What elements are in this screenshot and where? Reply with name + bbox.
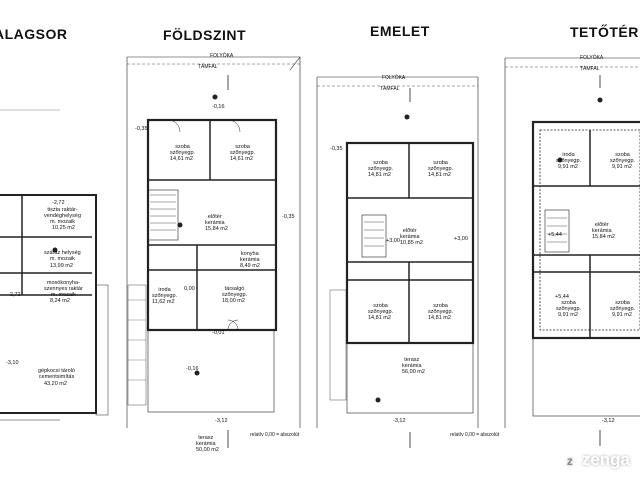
level-marker: -3,12 [393,418,406,424]
tamfal-label-emelet: TÁMFAL [380,86,400,92]
zenga-logo-icon: z [561,452,578,469]
level-marker: +3,00 [386,238,400,244]
emelet-room-5-name: szoba szőnyegp. [428,303,454,315]
tetoter-room-2-area: 9,91 m2 [612,164,632,170]
tetoter-room-5-name: szoba szőnyegp. [610,300,636,312]
emelet-room-2-area: 14,81 m2 [428,172,451,178]
foldszint-room-4-area: 8,49 m2 [240,263,260,269]
tetoter-room-1-name: iroda szőnyegp. [556,152,582,164]
tetoter-room-3-name: előtér kerámia [592,222,612,234]
alagsor-plan [0,109,109,421]
tetoter-room-4-area: 9,91 m2 [558,312,578,318]
tetoter-room-2-name: szoba szőnyegp. [610,152,636,164]
foldszint-terasz-name: terasz kerámia [196,435,216,447]
title-alagsor: ALAGSOR [0,26,68,42]
alagsor-room-1-area: 10,25 m2 [52,225,75,231]
folyoka-label-tetoter: FOLYÓKA [580,55,604,61]
tetoter-plan [504,57,640,428]
level-marker: -0,35 [282,214,295,220]
foldszint-room-4-name: konyha kerámia [240,251,260,263]
alagsor-room-4-name: gépkocsi tároló cementsimítás [38,368,75,380]
relatif-note-emelet: relatív 0,00 = abszolút [450,432,500,438]
alagsor-room-2-name: száraz helység m. mozaik [44,250,81,262]
foldszint-room-5-area: 11,62 m2 [152,299,175,305]
level-marker: -2,72 [8,292,21,298]
tetoter-room-4-name: szoba szőnyegp. [556,300,582,312]
emelet-room-1-area: 14,81 m2 [368,172,391,178]
emelet-plan [316,76,479,428]
foldszint-room-6-name: társalgó szőnyegp. [222,286,248,298]
alagsor-room-2-area: 13,99 m2 [50,263,73,269]
foldszint-room-5-name: iroda szőnyegp. [152,287,178,299]
level-marker: -2,72 [52,200,65,206]
foldszint-room-3-name: előtér kerámia [205,214,225,226]
level-marker: -0,16 [212,104,225,110]
emelet-room-3-area: 10,85 m2 [400,240,423,246]
level-marker: +3,00 [454,236,468,242]
level-marker: +5,44 [555,294,569,300]
tetoter-room-3-area: 15,84 m2 [592,234,615,240]
emelet-room-1-name: szoba szőnyegp. [368,160,394,172]
emelet-room-2-name: szoba szőnyegp. [428,160,454,172]
emelet-room-4-name: szoba szőnyegp. [368,303,394,315]
emelet-room-5-area: 14,81 m2 [428,315,451,321]
foldszint-room-2-area: 14,61 m2 [230,156,253,162]
compass-dots [52,94,603,403]
title-tetoter: TETŐTÉR [570,24,639,40]
level-marker: -0,35 [135,126,148,132]
foldszint-room-1-area: 14,61 m2 [170,156,193,162]
foldszint-room-6-area: 18,00 m2 [222,298,245,304]
emelet-room-4-area: 14,81 m2 [368,315,391,321]
title-emelet: EMELET [370,23,430,39]
alagsor-room-3-area: 8,24 m2 [50,298,70,304]
alagsor-room-1-name: tiszta raktár- vendéghelység m. mozaik [44,207,82,225]
emelet-terasz-area: 56,00 m2 [402,369,425,375]
section-markers [227,75,601,448]
relatif-note-foldszint: relatív 0,00 = abszolút [250,432,300,438]
tamfal-label-tetoter: TÁMFAL [580,66,600,72]
folyoka-label-foldszint: FOLYÓKA [210,53,234,59]
level-marker: 0,00 [184,286,195,292]
foldszint-room-1-name: szoba szőnyegp. [170,144,196,156]
emelet-room-3-name: előtér kerámia [400,228,420,240]
foldszint-plan [126,56,301,428]
tamfal-label-foldszint: TÁMFAL [198,64,218,70]
level-marker: -0,16 [186,366,199,372]
level-marker: -3,10 [6,360,19,366]
foldszint-terasz-area: 50,00 m2 [196,447,219,453]
emelet-terasz-name: terasz kerámia [402,357,422,369]
alagsor-room-3-name: mosókonyha- szennyes raktár m. mozaik [44,280,83,298]
level-marker: -3,12 [215,418,228,424]
foldszint-room-2-name: szoba szőnyegp. [230,144,256,156]
zenga-watermark-text: zenga [581,450,630,469]
alagsor-room-4-area: 43,20 m2 [44,381,67,387]
title-foldszint: FÖLDSZINT [163,27,247,43]
folyoka-label-emelet: FOLYÓKA [382,75,406,81]
level-marker: +5,44 [548,232,562,238]
level-marker: -3,12 [602,418,615,424]
tetoter-room-1-area: 9,91 m2 [558,164,578,170]
level-marker: -0,01 [212,330,225,336]
level-marker: -0,35 [330,146,343,152]
foldszint-room-3-area: 15,84 m2 [205,226,228,232]
tetoter-room-5-area: 9,91 m2 [612,312,632,318]
